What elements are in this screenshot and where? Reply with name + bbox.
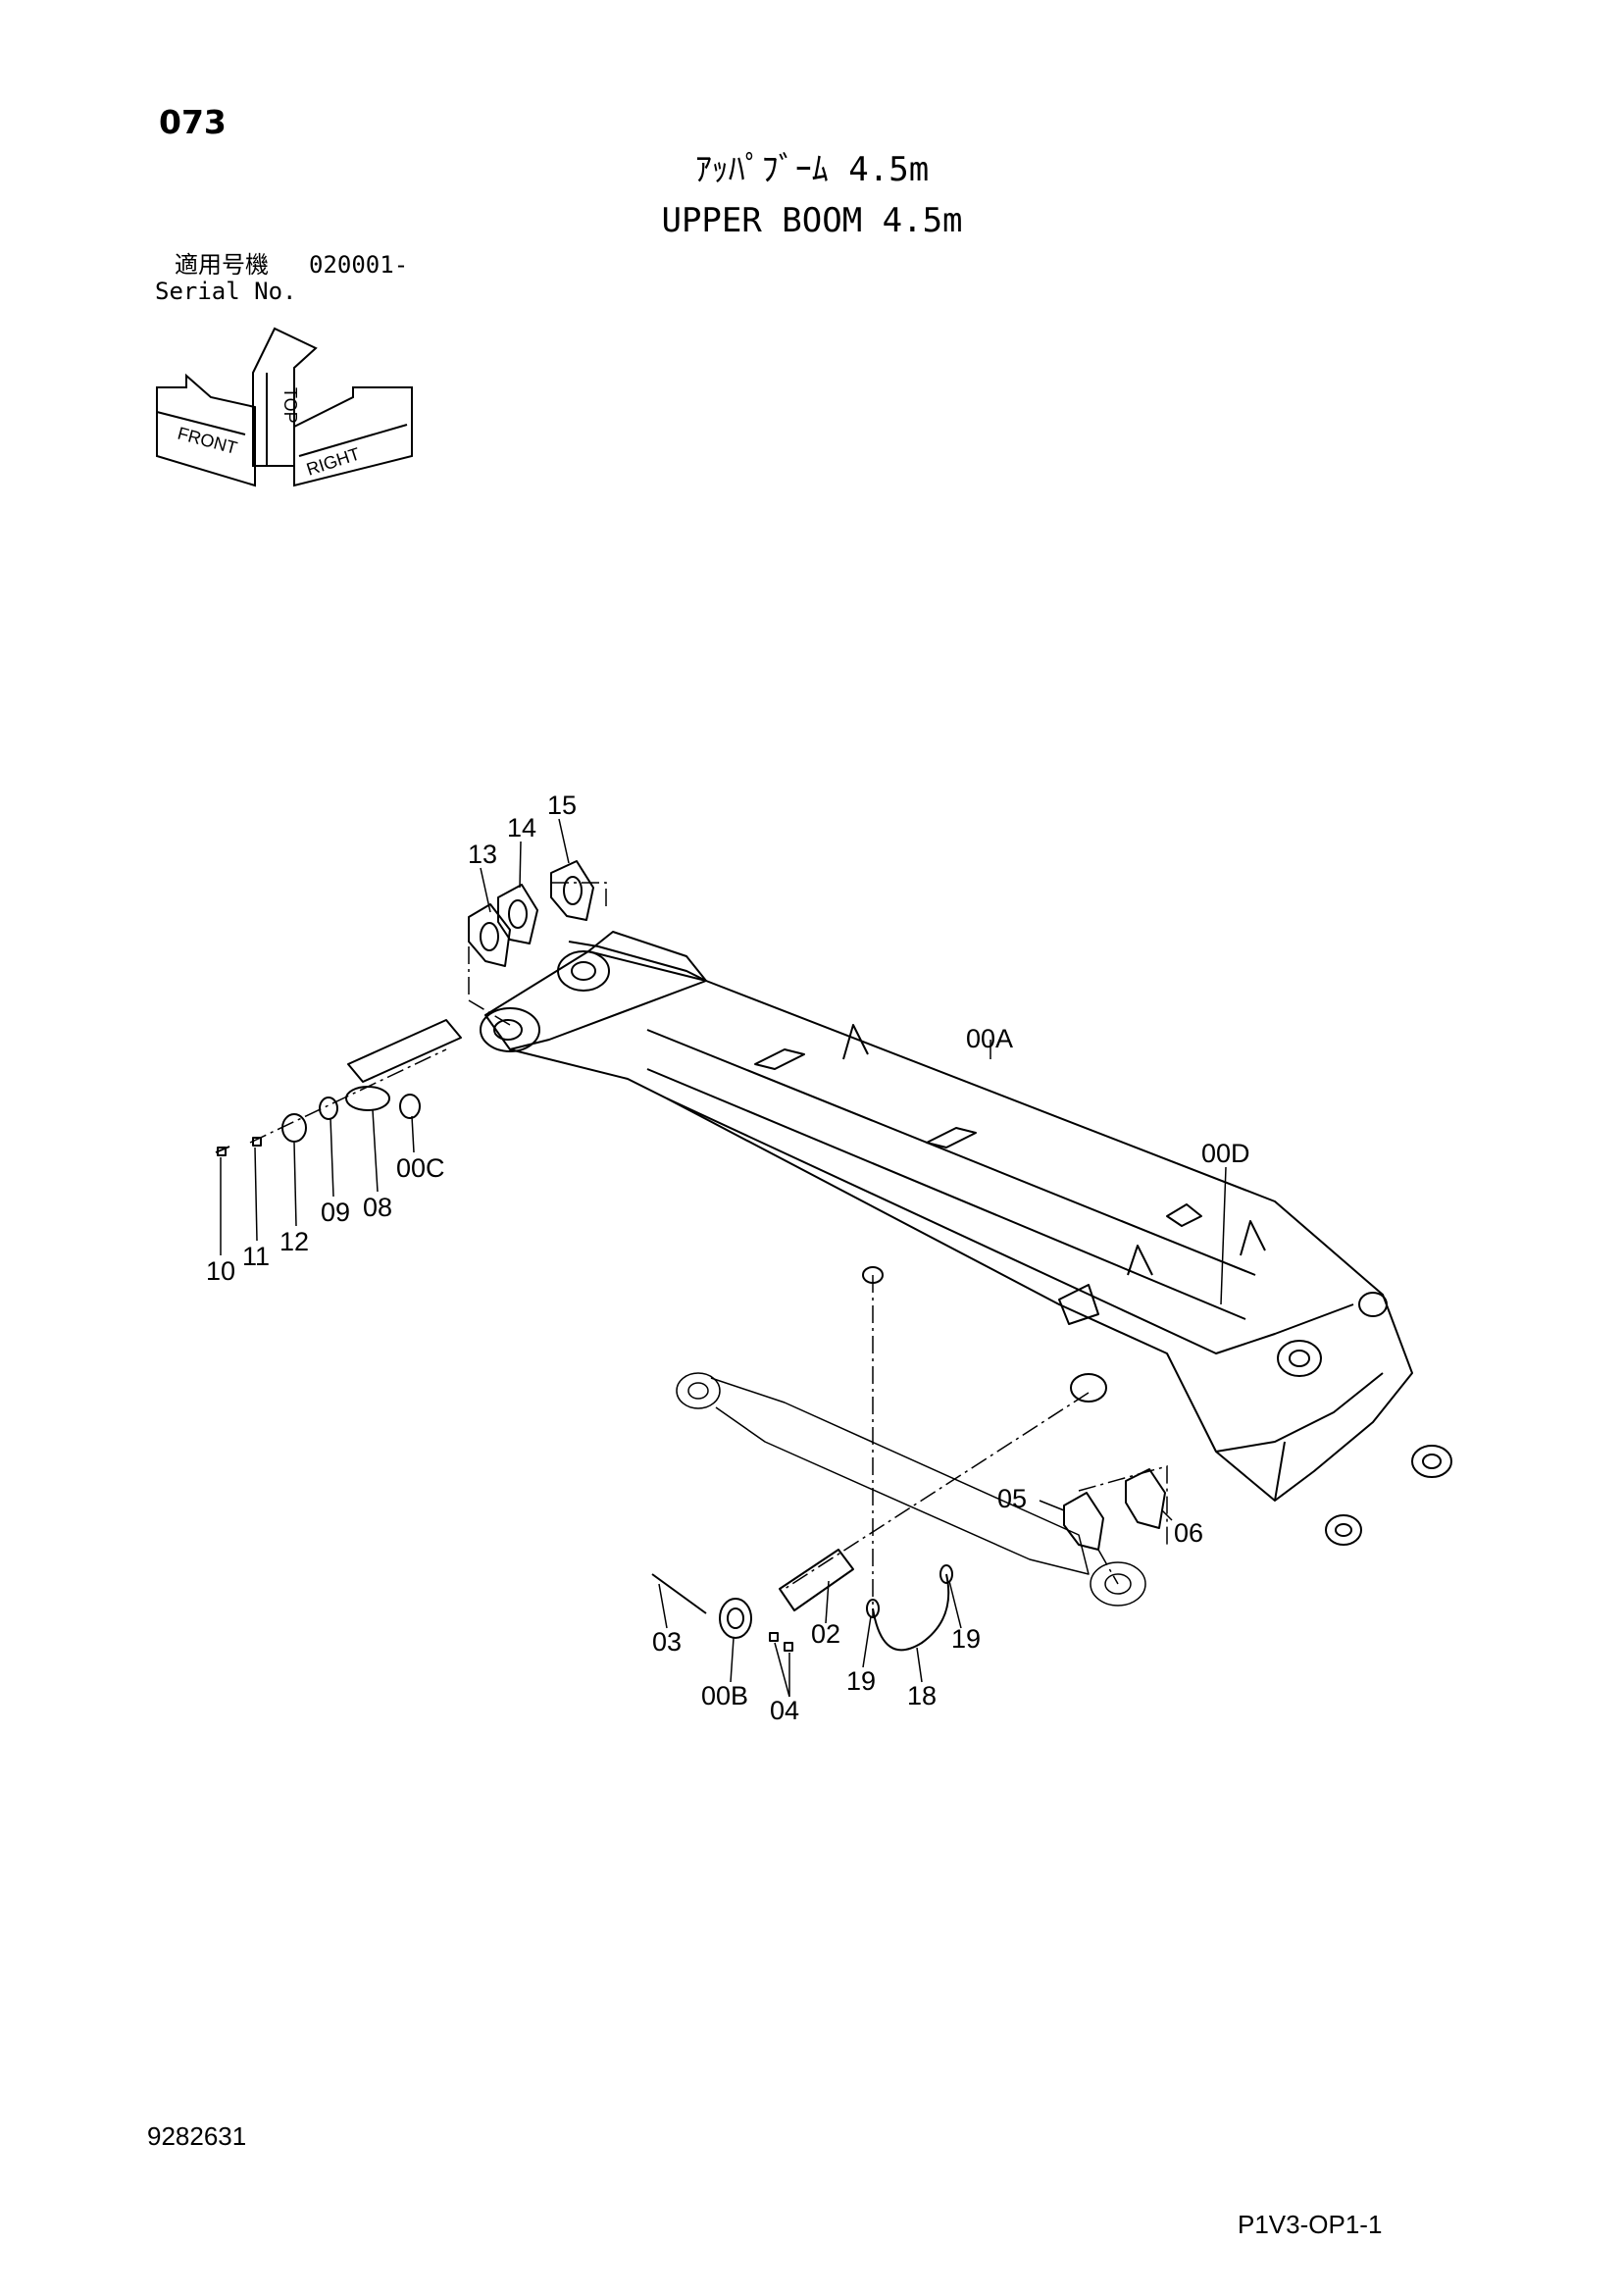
callout-10: 10: [206, 1256, 235, 1286]
serial-number-value: 020001-: [309, 251, 409, 279]
shim-15: [550, 860, 594, 921]
callout-09: 09: [321, 1198, 350, 1227]
callout-03: 03: [652, 1627, 682, 1657]
callout-00A: 00A: [966, 1024, 1013, 1053]
callout-18: 18: [907, 1681, 937, 1710]
callout-19-left: 19: [846, 1666, 876, 1696]
washer-09: [319, 1097, 338, 1120]
callout-12: 12: [279, 1227, 309, 1256]
callout-02: 02: [811, 1619, 840, 1649]
hose-18: [872, 1573, 950, 1652]
orientation-indicator-icon: FRONT TOP RIGHT: [156, 327, 413, 487]
bolt-10: [215, 1146, 230, 1156]
callout-11: 11: [242, 1242, 270, 1271]
fitting-19-right: [939, 1564, 953, 1584]
callout-15: 15: [547, 791, 577, 820]
page-code: P1V3-OP1-1: [1238, 2210, 1383, 2239]
serial-label-japanese: 適用号機: [175, 251, 269, 279]
callout-04: 04: [770, 1696, 799, 1725]
boom-cylinder: [676, 1372, 1146, 1607]
callout-00C: 00C: [396, 1153, 445, 1183]
callout-14: 14: [507, 813, 536, 842]
boom-body: [480, 931, 1452, 1546]
orientation-top-label: TOP: [280, 387, 300, 424]
page-title-japanese: ｱｯﾊﾟﾌﾞｰﾑ 4.5m: [694, 150, 930, 189]
document-id: 9282631: [147, 2121, 247, 2151]
pin-02: [779, 1549, 854, 1611]
callout-05: 05: [997, 1484, 1027, 1513]
shim-13: [468, 903, 511, 967]
shim-05: [1063, 1492, 1104, 1551]
callout-19-right: 19: [951, 1624, 981, 1654]
page-title: UPPER BOOM 4.5m: [661, 201, 963, 240]
bushing-00B: [719, 1598, 752, 1639]
callout-06: 06: [1174, 1518, 1203, 1548]
shim-06: [1125, 1468, 1166, 1529]
callout-00B: 00B: [701, 1681, 748, 1710]
bolt-11: [252, 1137, 262, 1147]
bolt-03: [651, 1573, 707, 1614]
bushing-00C: [399, 1094, 421, 1119]
serial-label: Serial No.: [155, 278, 297, 305]
shim-14: [497, 884, 538, 944]
page-number: 073: [159, 103, 227, 141]
callout-08: 08: [363, 1193, 392, 1222]
callout-00D: 00D: [1201, 1139, 1250, 1168]
nut-04: [769, 1632, 793, 1652]
washer-12: [281, 1113, 307, 1143]
callout-13: 13: [468, 840, 497, 869]
